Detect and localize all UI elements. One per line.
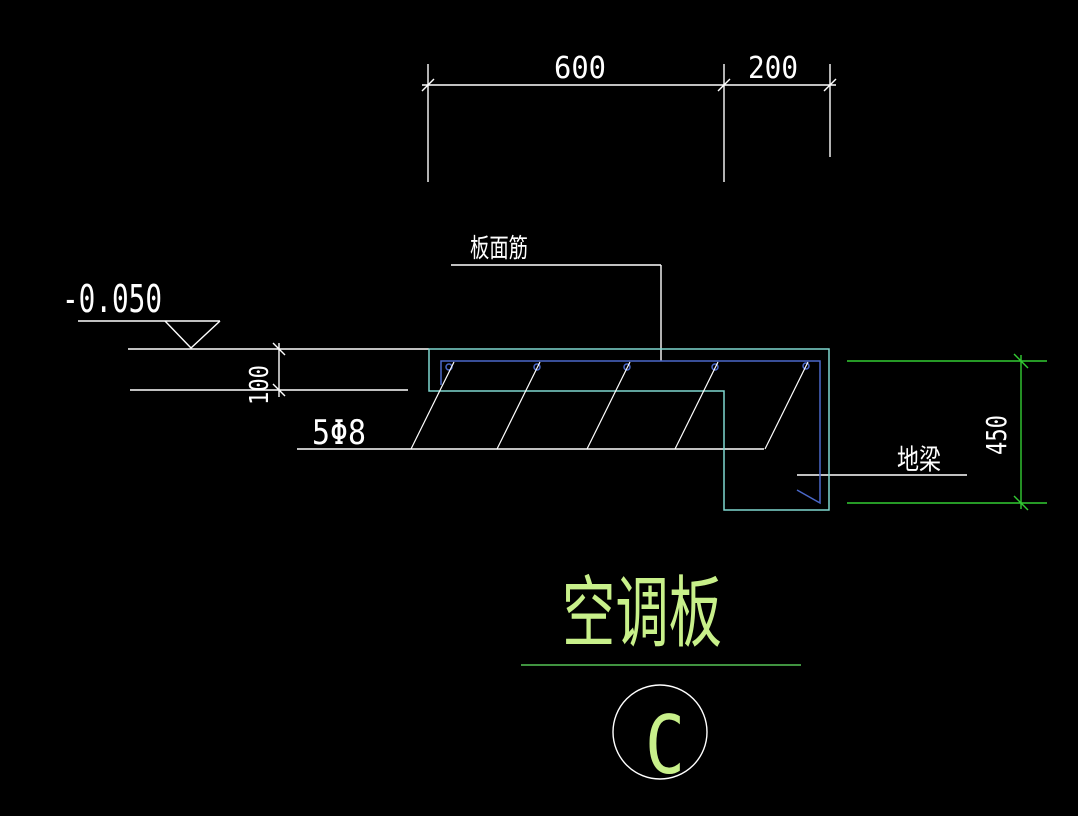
pointer-line-4 [674,361,719,450]
section-id-label: C [645,699,685,792]
dimension-label-600: 600 [554,51,606,86]
pointer-line-3 [586,361,631,450]
ground-beam-label: 地梁 [897,443,941,476]
slab-thickness-dimension [272,342,286,397]
rebar-dot-3 [623,363,631,371]
pointer-line-5 [764,361,809,450]
dimension-label-100: 100 [245,365,275,405]
tick-mark-top [1013,353,1029,369]
drawing-title: 空调板 [562,569,722,659]
pointer-line-1 [410,361,455,450]
elevation-triangle-icon [164,320,221,349]
concrete-section-outline [428,348,830,511]
tick-mark-middle [717,78,731,92]
top-rebar-leader [451,264,662,361]
rebar-pointer-lines [410,361,809,450]
bottom-rebar-label: 5Φ8 [312,413,366,453]
elevation-marker [78,320,221,349]
section-id-circle [612,684,708,780]
tick-mark-bottom [1013,495,1029,511]
rebar-dot-5 [802,362,810,370]
elevation-label: -0.050 [62,277,162,321]
rebar-dot-4 [711,363,719,371]
rebar-dot-2 [533,363,541,371]
tick-mark-top [272,342,286,356]
beam-depth-dimension [847,353,1047,511]
rebar-cage [440,360,821,505]
tick-mark-right [823,78,837,92]
dimension-label-200: 200 [748,51,798,86]
top-rebar-label: 板面筋 [470,234,528,264]
dimension-label-450: 450 [980,415,1013,455]
top-dimension-chain [421,64,837,182]
adjacent-slab-lines [128,348,967,476]
tick-mark-left [421,78,435,92]
pointer-line-2 [496,361,541,450]
tick-mark-bottom [272,383,286,397]
top-rebar-line [440,360,821,505]
